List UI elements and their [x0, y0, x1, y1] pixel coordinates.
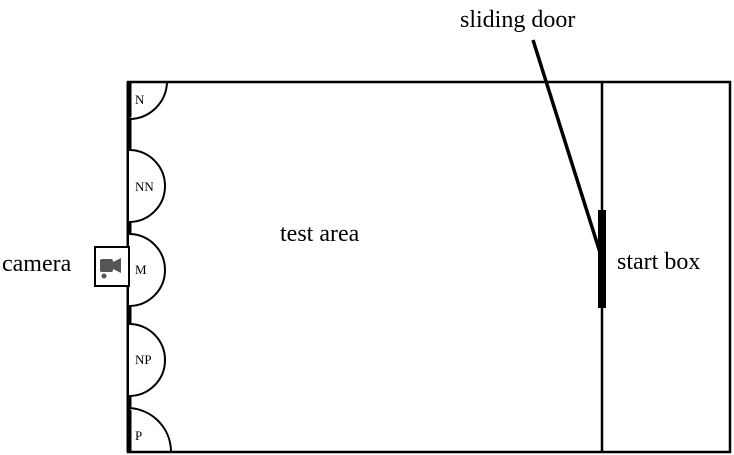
compartment-p [128, 407, 173, 453]
start-box-label: start box [617, 249, 700, 275]
test-area-label: test area [280, 221, 360, 247]
compartment-label-p: P [135, 428, 142, 443]
sliding-door-pointer [531, 39, 605, 263]
compartment-m [128, 233, 166, 307]
compartment-label-m: M [135, 262, 147, 277]
camera-icon [100, 258, 121, 279]
compartment-n [128, 81, 168, 120]
compartment-label-nn: NN [135, 179, 154, 194]
camera-label: camera [2, 251, 72, 277]
compartment-label-n: N [135, 92, 145, 107]
sliding-door-label: sliding door [460, 7, 575, 33]
compartment-label-np: NP [135, 352, 152, 367]
compartment-nn [128, 149, 166, 223]
compartment-np [128, 323, 166, 397]
